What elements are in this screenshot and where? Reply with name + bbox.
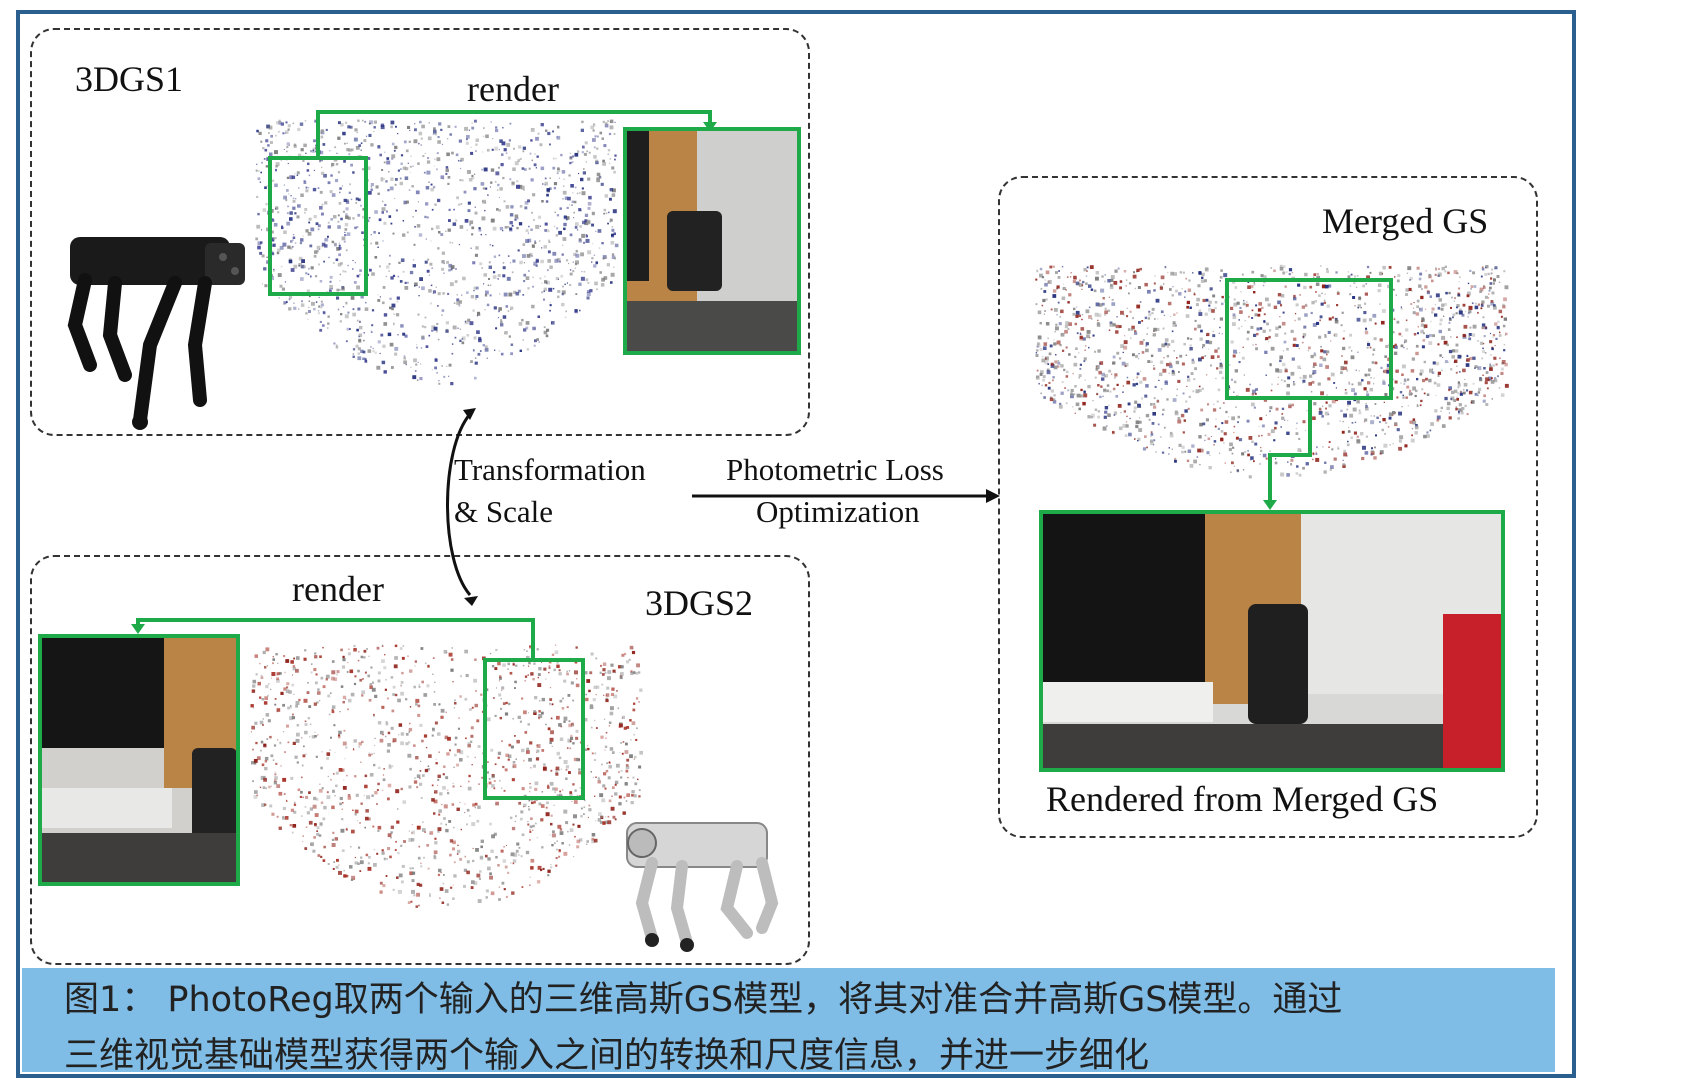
highlight-box-3dgs2 (483, 658, 585, 800)
robot-dog-light-icon (626, 822, 779, 952)
highlight-box-merged (1225, 278, 1393, 400)
render-image-merged (1039, 510, 1505, 772)
desk (42, 788, 172, 828)
point-cloud-red (250, 644, 643, 908)
render-image-3dgs1 (623, 127, 801, 355)
transformation-label-line1: Transformation (454, 452, 646, 487)
panel-merged-title: Merged GS (1322, 201, 1489, 241)
caption-line-2: 三维视觉基础模型获得两个输入之间的转换和尺度信息，并进一步细化 (64, 1036, 1150, 1072)
floor (627, 301, 797, 351)
desk (1043, 682, 1213, 722)
figure-caption: 图1： PhotoReg取两个输入的三维高斯GS模型，将其对准合并高斯GS模型。… (22, 968, 1555, 1072)
point-cloud-blue (255, 119, 619, 386)
robot-dog-dark-icon (67, 237, 245, 430)
photometric-label-line1: Photometric Loss (726, 452, 944, 487)
photometric-label-line2: Optimization (756, 494, 920, 529)
monitor-dark (42, 638, 164, 748)
chair (667, 211, 722, 291)
panel-3dgs1-title: 3DGS1 (75, 59, 184, 99)
transformation-label-line2: & Scale (454, 494, 553, 529)
red-cabinet (1443, 614, 1501, 768)
floor (1043, 724, 1443, 768)
render-label-top: render (467, 69, 559, 109)
monitor-dark (1043, 514, 1205, 684)
chair (192, 748, 236, 838)
chair (1248, 604, 1308, 724)
highlight-box-3dgs1 (268, 156, 368, 296)
panel-3dgs2 (30, 555, 810, 965)
floor (42, 833, 236, 882)
panel-3dgs2-title: 3DGS2 (645, 583, 754, 623)
panel-merged-gs (998, 176, 1538, 838)
panel-3dgs1 (30, 28, 810, 436)
doorway-dark (627, 131, 649, 281)
render-image-3dgs2 (38, 634, 240, 886)
merged-image-caption: Rendered from Merged GS (1046, 779, 1439, 819)
caption-line-1: 图1： PhotoReg取两个输入的三维高斯GS模型，将其对准合并高斯GS模型。… (64, 980, 1343, 1020)
render-label-bottom: render (292, 569, 384, 609)
